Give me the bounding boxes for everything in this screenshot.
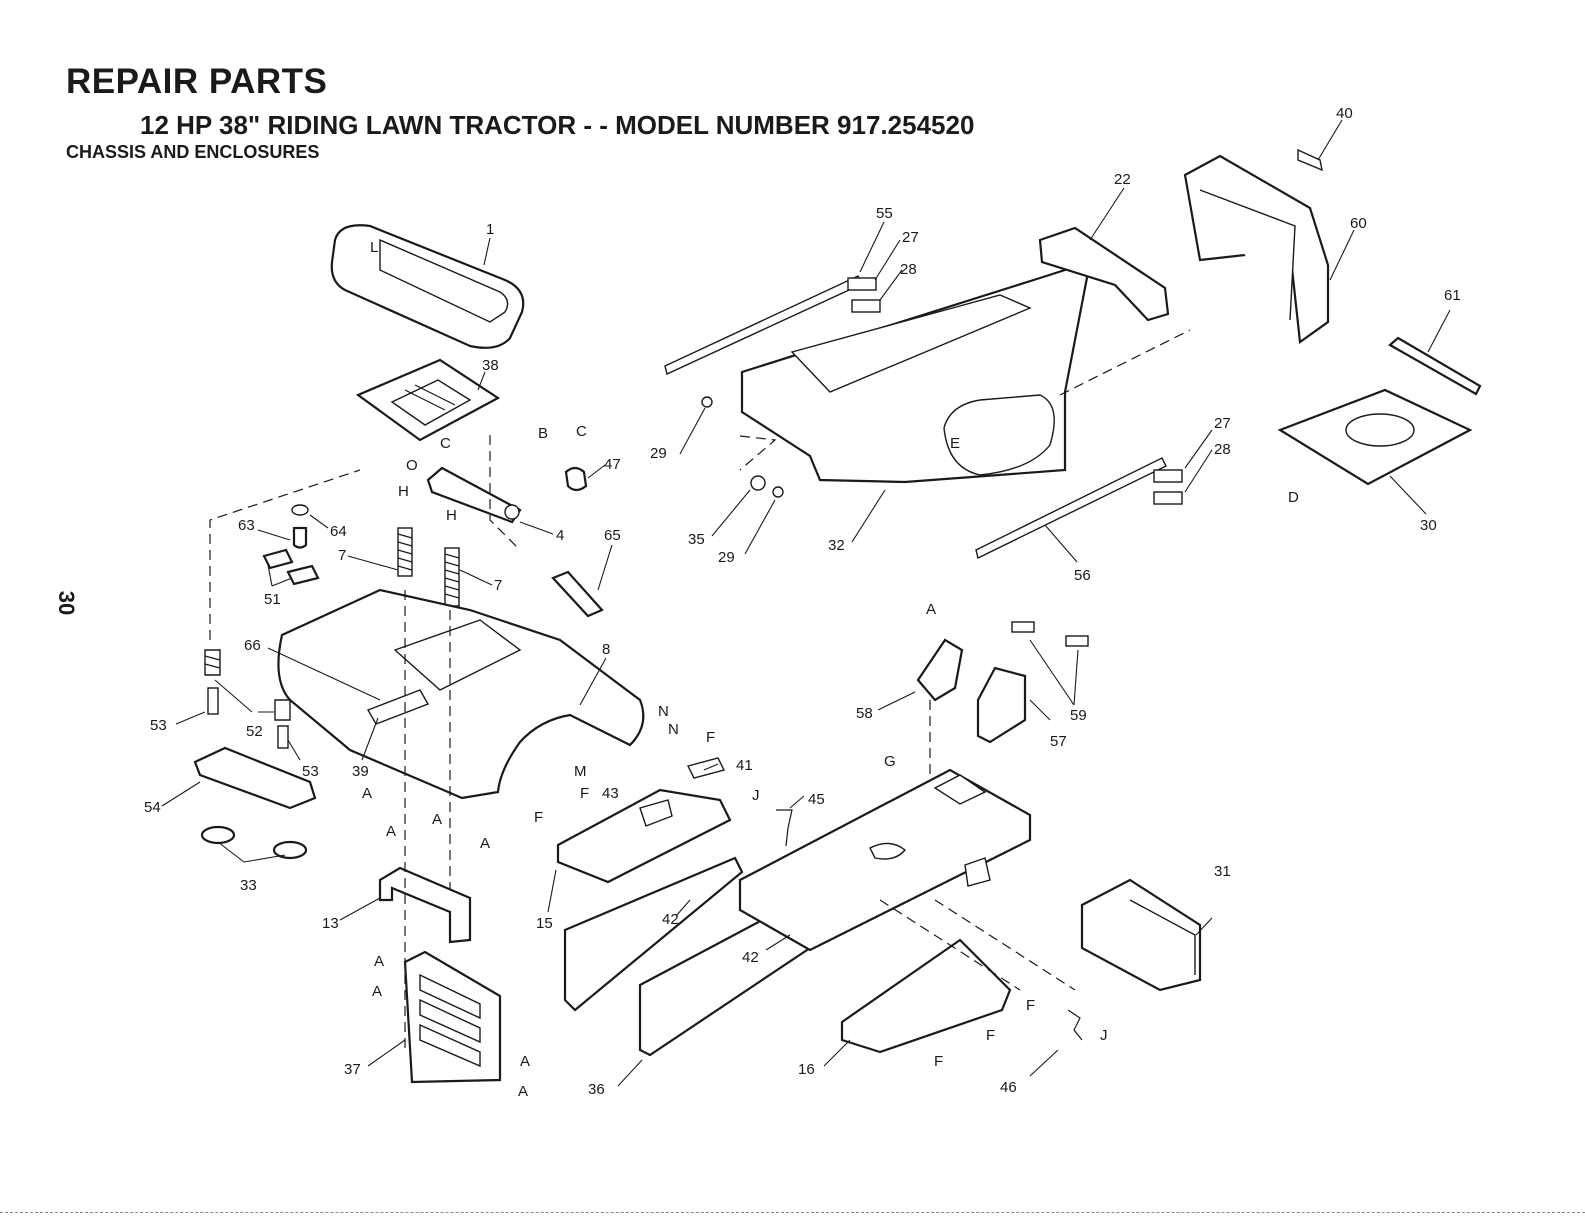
label-28b: 28 xyxy=(1214,441,1231,458)
ref-N1: N xyxy=(658,703,669,720)
label-16: 16 xyxy=(798,1061,815,1078)
label-56: 56 xyxy=(1074,567,1091,584)
label-27a: 27 xyxy=(902,229,919,246)
part-hood xyxy=(742,262,1090,482)
label-47: 47 xyxy=(604,456,621,473)
label-41: 41 xyxy=(736,757,753,774)
label-60: 60 xyxy=(1350,215,1367,232)
ref-D: D xyxy=(1288,489,1299,506)
ref-L: L xyxy=(370,239,378,256)
ref-A9: A xyxy=(518,1083,528,1100)
label-4: 4 xyxy=(556,527,564,544)
part-mount-bracket xyxy=(380,868,470,942)
label-1: 1 xyxy=(486,221,494,238)
label-40: 40 xyxy=(1336,105,1353,122)
ref-E: E xyxy=(950,435,960,452)
label-28a: 28 xyxy=(900,261,917,278)
part-springs xyxy=(398,528,459,606)
label-66: 66 xyxy=(244,637,261,654)
label-33: 33 xyxy=(240,877,257,894)
label-46: 46 xyxy=(1000,1079,1017,1096)
label-29b: 29 xyxy=(718,549,735,566)
ref-C2: C xyxy=(440,435,451,452)
ref-C1: C xyxy=(576,423,587,440)
ref-A1: A xyxy=(926,601,936,618)
ref-J2: J xyxy=(1100,1027,1108,1044)
part-nose xyxy=(1185,156,1328,342)
part-grille-panel xyxy=(405,952,500,1082)
ref-F6: F xyxy=(934,1053,943,1070)
part-main-frame xyxy=(740,770,1030,950)
label-64: 64 xyxy=(330,523,347,540)
part-brackets-springs xyxy=(918,622,1088,742)
ref-A5: A xyxy=(480,835,490,852)
ref-F2: F xyxy=(580,785,589,802)
ref-A3: A xyxy=(386,823,396,840)
part-fender xyxy=(278,590,643,798)
part-rear-bracket xyxy=(1082,880,1200,990)
part-strip xyxy=(1390,338,1480,394)
label-53a: 53 xyxy=(150,717,167,734)
ref-J1: J xyxy=(752,787,760,804)
label-65: 65 xyxy=(604,527,621,544)
label-51: 51 xyxy=(264,591,281,608)
ref-M: M xyxy=(574,763,587,780)
label-8: 8 xyxy=(602,641,610,658)
label-22: 22 xyxy=(1114,171,1131,188)
label-43: 43 xyxy=(602,785,619,802)
part-seat xyxy=(332,225,523,348)
ref-O: O xyxy=(406,457,418,474)
ref-A8: A xyxy=(520,1053,530,1070)
label-59: 59 xyxy=(1070,707,1087,724)
ref-A4: A xyxy=(432,811,442,828)
label-29a: 29 xyxy=(650,445,667,462)
part-knob xyxy=(566,468,586,490)
label-52: 52 xyxy=(246,723,263,740)
label-63: 63 xyxy=(238,517,255,534)
label-57: 57 xyxy=(1050,733,1067,750)
label-54: 54 xyxy=(144,799,161,816)
label-38: 38 xyxy=(482,357,499,374)
label-37: 37 xyxy=(344,1061,361,1078)
ref-A2: A xyxy=(362,785,372,802)
label-55: 55 xyxy=(876,205,893,222)
ref-G: G xyxy=(884,753,896,770)
label-58: 58 xyxy=(856,705,873,722)
label-42a: 42 xyxy=(662,911,679,928)
label-31: 31 xyxy=(1214,863,1231,880)
label-30: 30 xyxy=(1420,517,1437,534)
label-61: 61 xyxy=(1444,287,1461,304)
part-bolt-washer xyxy=(292,505,308,548)
ref-F3: F xyxy=(534,809,543,826)
label-7b: 7 xyxy=(494,577,502,594)
label-42b: 42 xyxy=(742,949,759,966)
ref-B: B xyxy=(538,425,548,442)
page-bottom-rule xyxy=(0,1212,1585,1213)
part-mount-plate xyxy=(1280,390,1470,484)
label-15: 15 xyxy=(536,915,553,932)
ref-H2: H xyxy=(446,507,457,524)
part-footrest-right xyxy=(842,940,1010,1052)
label-39: 39 xyxy=(352,763,369,780)
part-seat-pan xyxy=(358,360,498,440)
ref-F4: F xyxy=(1026,997,1035,1014)
label-7a: 7 xyxy=(338,547,346,564)
label-32: 32 xyxy=(828,537,845,554)
ref-F5: F xyxy=(986,1027,995,1044)
label-27b: 27 xyxy=(1214,415,1231,432)
label-35: 35 xyxy=(688,531,705,548)
label-13: 13 xyxy=(322,915,339,932)
label-45: 45 xyxy=(808,791,825,808)
ref-H1: H xyxy=(398,483,409,500)
label-53b: 53 xyxy=(302,763,319,780)
ref-A6: A xyxy=(374,953,384,970)
part-seat-bracket xyxy=(428,468,520,522)
ref-N2: N xyxy=(668,721,679,738)
part-decal xyxy=(553,572,602,616)
label-36: 36 xyxy=(588,1081,605,1098)
ref-A7: A xyxy=(372,983,382,1000)
ref-F1: F xyxy=(706,729,715,746)
